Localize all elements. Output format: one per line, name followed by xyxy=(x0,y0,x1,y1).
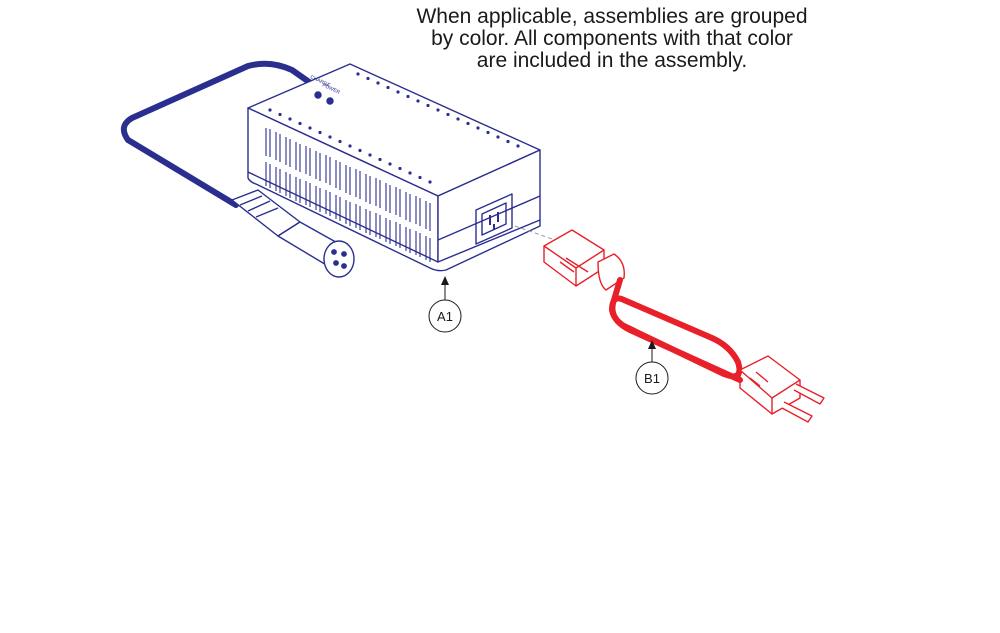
note-line-3: are included in the assembly. xyxy=(476,49,748,72)
ac-power-cord xyxy=(514,225,825,423)
note-line-2: by color. All components with that color xyxy=(431,27,793,50)
ac-inlet-socket xyxy=(475,193,513,245)
xlr-plug-face xyxy=(323,240,355,278)
charger-body: POWER CHARGE xyxy=(247,63,541,272)
callout-a1: A1 xyxy=(428,276,462,333)
callout-b1-label: B1 xyxy=(644,371,660,386)
xlr-plug xyxy=(231,189,355,278)
plug-prong-bottom xyxy=(781,401,813,423)
charger-assembly: POWER CHARGE xyxy=(120,60,541,278)
note-line-1: When applicable, assemblies are grouped xyxy=(416,5,808,28)
alignment-dashed-line xyxy=(514,225,556,241)
power-indicator-light xyxy=(314,91,322,99)
charger-output-cable xyxy=(120,60,315,208)
callout-b1: B1 xyxy=(635,340,669,395)
iec-connector xyxy=(543,229,625,291)
assembly-color-note: When applicable, assemblies are grouped … xyxy=(372,6,852,72)
nema-plug xyxy=(739,355,825,423)
vent-slots-upper xyxy=(265,128,431,231)
power-cord-cable xyxy=(609,277,743,383)
plug-prong-top xyxy=(793,383,825,405)
vent-dots-top xyxy=(268,72,520,184)
charge-indicator-light xyxy=(326,97,334,105)
vent-slots-lower xyxy=(265,162,431,262)
callout-a1-label: A1 xyxy=(437,309,453,324)
